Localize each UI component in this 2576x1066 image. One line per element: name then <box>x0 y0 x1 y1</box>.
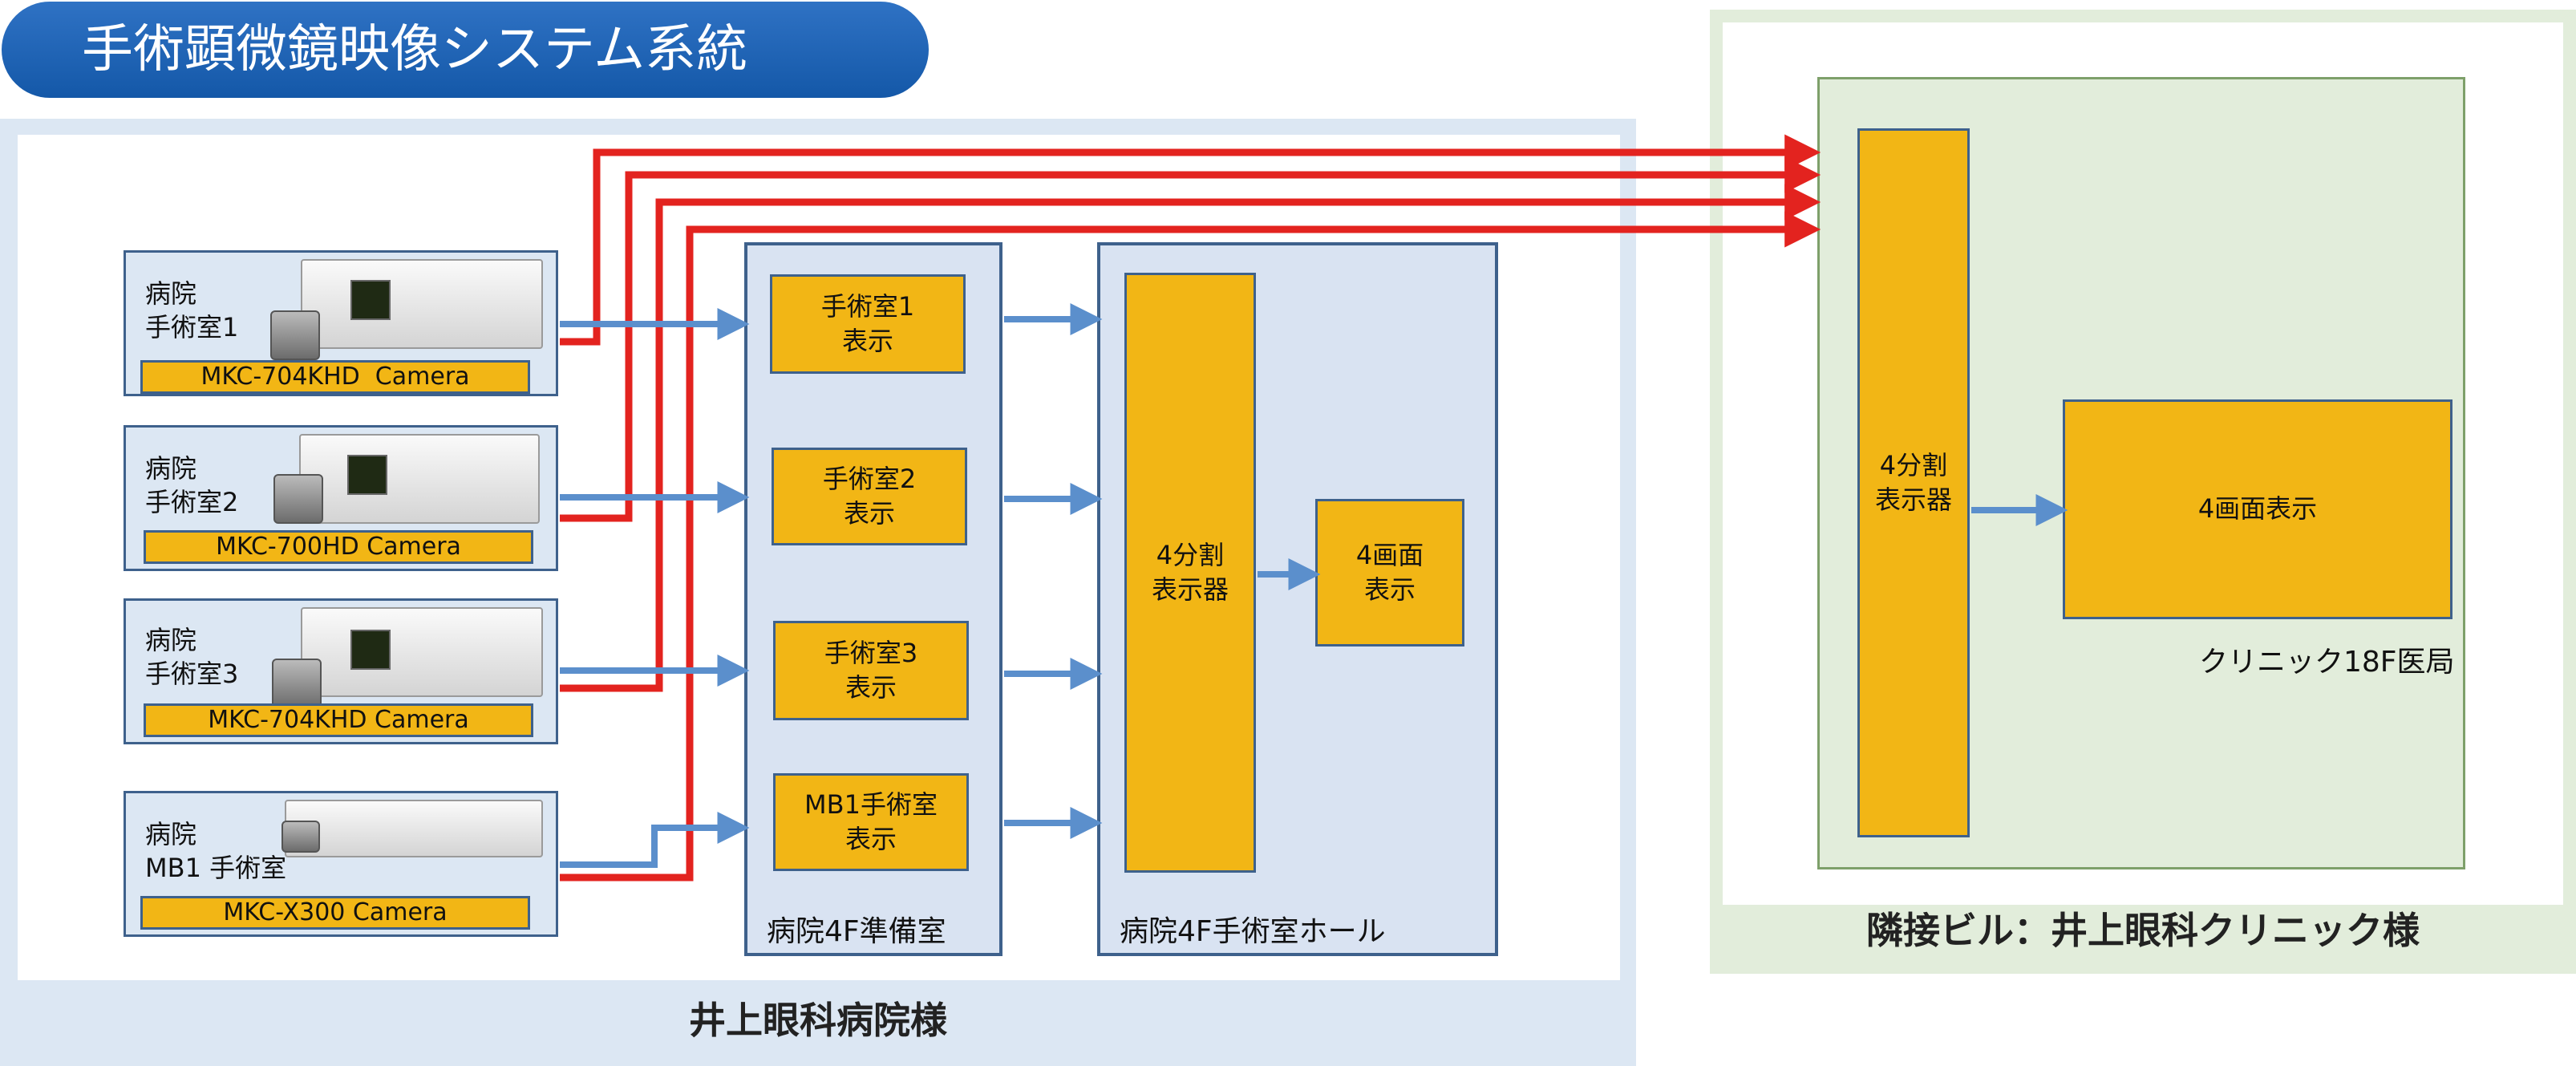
lcd-screen-icon <box>347 455 387 495</box>
prep-room-label: 病院4F準備室 <box>767 915 946 948</box>
surgery-hall-label: 病院4F手術室ホール <box>1120 915 1386 948</box>
camera-box-3: 病院 手術室3 MKC-704KHD Camera <box>124 598 558 744</box>
camera-room-label: 病院 手術室3 <box>145 625 239 690</box>
clinic-quad-display: 4画面表示 <box>2063 399 2452 619</box>
red-line-2 <box>560 156 1821 522</box>
camera-control-unit <box>285 800 543 857</box>
camera-box-4: 病院 MB1 手術室 MKC-X300 Camera <box>124 791 558 937</box>
room-display-1: 手術室1 表示 <box>770 274 966 374</box>
diagram-title: 手術顕微鏡映像システム系統 <box>2 2 929 98</box>
camera-control-unit <box>301 259 543 349</box>
hall-quad-display: 4画面 表示 <box>1315 499 1464 646</box>
room-display-3: 手術室3 表示 <box>773 621 969 720</box>
camera-head-icon <box>281 821 320 853</box>
camera-model-label: MKC-704KHD Camera <box>144 703 533 737</box>
camera-model-label: MKC-704KHD Camera <box>140 360 530 394</box>
camera-room-label: 病院 手術室1 <box>145 278 239 343</box>
clinic-name: 隣接ビル：井上眼科クリニック様 <box>1866 909 2420 952</box>
camera-box-2: 病院 手術室2 MKC-700HD Camera <box>124 425 558 571</box>
blue-arrow-cam4 <box>560 812 750 868</box>
red-line-4 <box>560 211 1821 882</box>
camera-head-icon <box>273 474 323 524</box>
lcd-screen-icon <box>350 280 391 320</box>
room-display-mb1: MB1手術室 表示 <box>773 773 969 871</box>
lcd-screen-icon <box>350 630 391 670</box>
camera-room-label: 病院 手術室2 <box>145 453 239 518</box>
hospital-name: 井上眼科病院様 <box>689 999 947 1042</box>
camera-head-icon <box>270 310 320 360</box>
camera-control-unit <box>301 607 543 697</box>
camera-model-label: MKC-700HD Camera <box>144 530 533 564</box>
camera-model-label: MKC-X300 Camera <box>140 896 530 930</box>
clinic-room-label: クリニック18F医局 <box>2199 646 2455 679</box>
red-line-3 <box>560 184 1821 692</box>
hall-quad-splitter: 4分割 表示器 <box>1124 273 1256 873</box>
room-display-2: 手術室2 表示 <box>772 448 967 545</box>
camera-box-1: 病院 手術室1 MKC-704KHD Camera <box>124 250 558 396</box>
camera-room-label: 病院 MB1 手術室 <box>145 819 287 884</box>
red-line-1 <box>560 134 1821 346</box>
camera-control-unit <box>299 434 540 524</box>
clinic-quad-splitter: 4分割 表示器 <box>1857 128 1970 837</box>
